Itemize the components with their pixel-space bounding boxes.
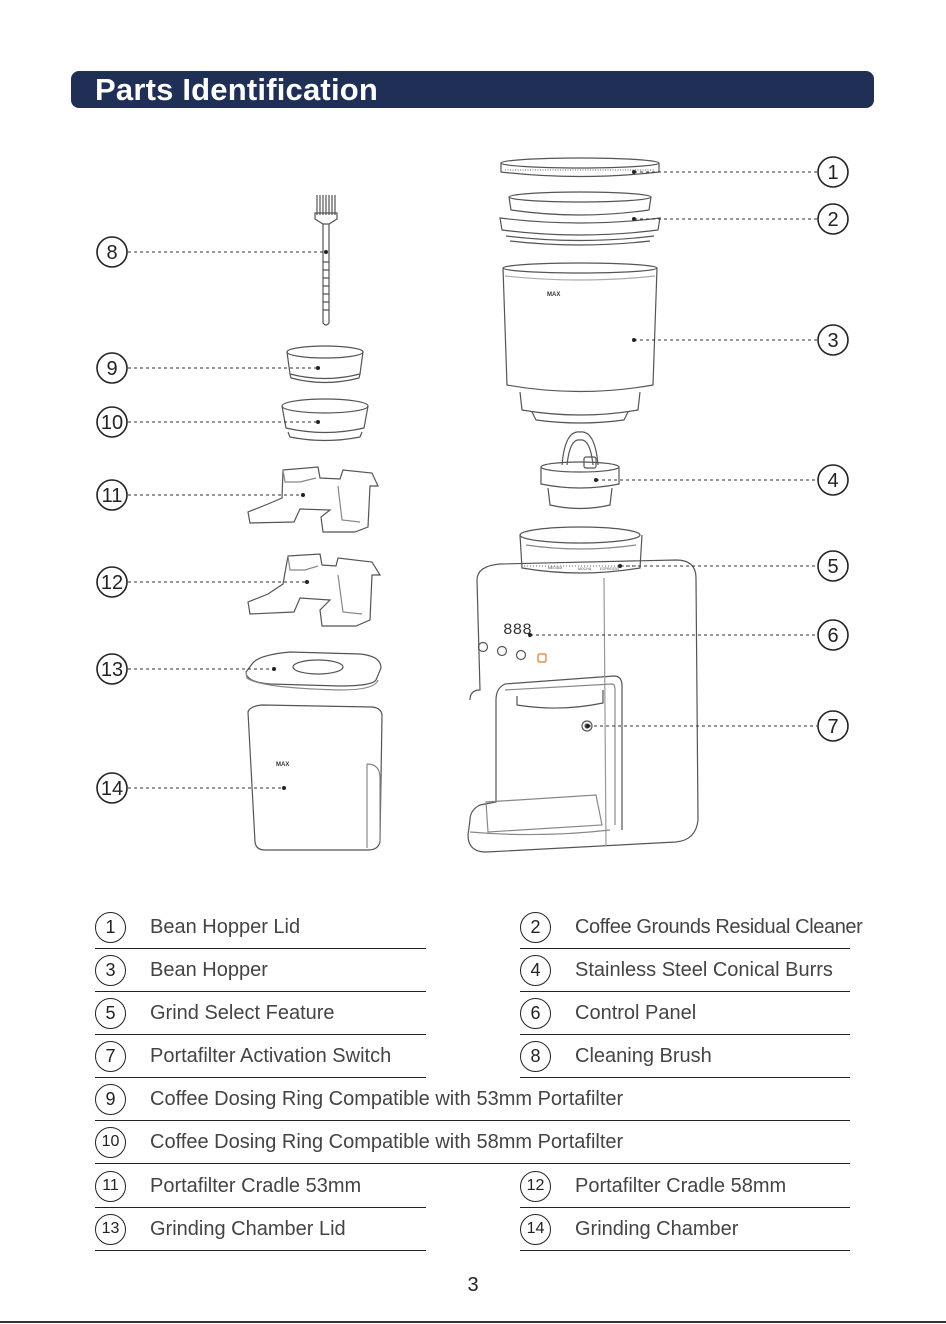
legend-item-11: 11 Portafilter Cradle 53mm [95, 1165, 426, 1208]
leader-dots [272, 170, 636, 790]
callout-circles [96, 156, 849, 804]
callout-9: 9 [106, 358, 117, 380]
legend-item-5: 5 Grind Select Feature [95, 992, 426, 1035]
legend-item-2: 2 Coffee Grounds Residual Cleaner [520, 906, 863, 949]
legend-number: 6 [520, 997, 551, 1029]
chamber-max-label: MAX [276, 762, 289, 768]
legend-item-9: 9 Coffee Dosing Ring Compatible with 53m… [95, 1078, 850, 1121]
leader-lines-right [530, 171, 817, 727]
legend-number: 1 [95, 911, 126, 943]
cradle-53-illustration [247, 466, 379, 533]
legend-number: 13 [95, 1213, 126, 1245]
legend-item-1: 1 Bean Hopper Lid [95, 906, 426, 949]
dosing-ring-53-illustration [286, 345, 364, 384]
conical-burr-illustration [540, 431, 620, 510]
callout-4: 4 [827, 470, 838, 492]
legend-label: Portafilter Cradle 53mm [150, 1174, 362, 1197]
legend-label: Control Panel [575, 1001, 697, 1024]
grind-scale-medium: MEDIUM [548, 566, 562, 570]
page-title: Parts Identification [95, 72, 379, 107]
legend-item-12: 12 Portafilter Cradle 58mm [520, 1165, 850, 1208]
legend-number: 2 [520, 911, 551, 943]
callout-12: 12 [101, 572, 123, 594]
residual-cleaner-illustration [499, 191, 661, 246]
legend-number: 12 [520, 1170, 551, 1202]
legend-label: Bean Hopper Lid [150, 915, 301, 938]
legend-label: Coffee Dosing Ring Compatible with 53mm … [150, 1087, 624, 1110]
legend-label: Coffee Grounds Residual Cleaner [575, 915, 863, 938]
legend-item-6: 6 Control Panel [520, 992, 850, 1035]
legend-item-4: 4 Stainless Steel Conical Burrs [520, 949, 850, 992]
parts-diagram: MAX 888 MEDIUM MOCHA ESPRESSO [96, 156, 849, 853]
section-header: Parts Identification [71, 71, 874, 108]
callout-6: 6 [827, 625, 838, 647]
legend-number: 3 [95, 954, 126, 986]
cleaning-brush-illustration [314, 195, 338, 326]
legend-item-8: 8 Cleaning Brush [520, 1035, 850, 1078]
legend-label: Grinding Chamber [575, 1217, 739, 1240]
bean-hopper-illustration: MAX [502, 262, 658, 424]
legend-number: 9 [95, 1083, 126, 1115]
grinding-chamber-illustration: MAX [247, 704, 383, 851]
legend-item-3: 3 Bean Hopper [95, 949, 426, 992]
dosing-ring-58-illustration [281, 398, 369, 442]
legend-label: Grinding Chamber Lid [150, 1217, 346, 1240]
legend-label: Stainless Steel Conical Burrs [575, 958, 833, 981]
callout-1: 1 [827, 162, 838, 184]
bean-hopper-lid-illustration [500, 157, 660, 178]
legend-label: Bean Hopper [150, 958, 268, 981]
hopper-max-label: MAX [547, 292, 560, 298]
legend-number: 8 [520, 1040, 551, 1072]
legend-number: 10 [95, 1126, 126, 1158]
legend-label: Portafilter Activation Switch [150, 1044, 392, 1067]
cradle-58-illustration [247, 553, 382, 627]
callout-3: 3 [827, 330, 838, 352]
callout-5: 5 [827, 556, 838, 578]
legend-number: 11 [95, 1170, 126, 1202]
legend-item-14: 14 Grinding Chamber [520, 1208, 850, 1251]
legend-label: Grind Select Feature [150, 1001, 335, 1024]
grinder-body-illustration: 888 MEDIUM MOCHA ESPRESSO [467, 526, 699, 853]
legend-number: 4 [520, 954, 551, 986]
callout-8: 8 [106, 242, 117, 264]
callout-2: 2 [827, 209, 838, 231]
callout-14: 14 [101, 778, 123, 800]
page-number: 3 [467, 1274, 479, 1296]
legend-label: Coffee Dosing Ring Compatible with 58mm … [150, 1130, 624, 1153]
legend-item-13: 13 Grinding Chamber Lid [95, 1208, 426, 1251]
legend-label: Cleaning Brush [575, 1044, 712, 1067]
legend-number: 7 [95, 1040, 126, 1072]
display-readout: 888 [503, 621, 532, 639]
legend-item-7: 7 Portafilter Activation Switch [95, 1035, 426, 1078]
legend-item-10: 10 Coffee Dosing Ring Compatible with 58… [95, 1121, 850, 1164]
callout-13: 13 [101, 659, 123, 681]
bottom-divider [0, 1321, 946, 1323]
callout-11: 11 [102, 485, 123, 507]
grind-scale-espresso: ESPRESSO [600, 567, 620, 571]
legend-number: 14 [520, 1213, 551, 1245]
grind-scale-mocha: MOCHA [578, 567, 592, 571]
callout-7: 7 [827, 716, 838, 738]
grinding-chamber-lid-illustration [245, 651, 382, 691]
leader-lines-left [128, 251, 326, 789]
legend-label: Portafilter Cradle 58mm [575, 1174, 787, 1197]
legend-number: 5 [95, 997, 126, 1029]
callout-10: 10 [101, 412, 123, 434]
